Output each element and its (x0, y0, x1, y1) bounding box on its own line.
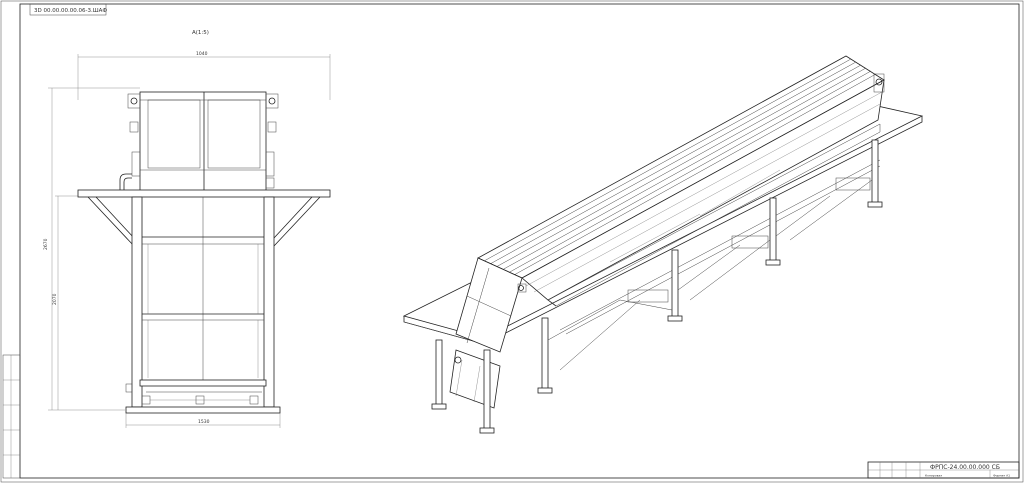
dim-base-width: 1530 (198, 419, 210, 425)
left-margin-stamp (2, 354, 21, 479)
isometric-view (402, 55, 924, 434)
title-block-format: Формат А1 (993, 474, 1010, 478)
dim-frame-height: 2070 (52, 293, 58, 305)
title-block-designation: ФРПС-24.00.00.000 СБ (930, 464, 1000, 471)
dim-top-width: 1040 (196, 51, 208, 57)
dim-total-height: 2670 (43, 238, 49, 250)
front-view: А(1:5) 1040 2670 2070 (43, 30, 331, 428)
isometric-legs (431, 139, 883, 434)
view-label: А(1:5) (192, 30, 209, 36)
designation-stamp-text: 3D 00.00.00.00.06-3.ШАФ (34, 8, 107, 14)
title-block: ФРПС-24.00.00.000 СБ Копировал Формат А1 (867, 461, 1020, 479)
sheet-inner-frame (19, 3, 1020, 479)
isometric-braces (547, 169, 873, 371)
designation-stamp: 3D 00.00.00.00.06-3.ШАФ (29, 3, 107, 16)
title-block-copied: Копировал (925, 474, 942, 478)
